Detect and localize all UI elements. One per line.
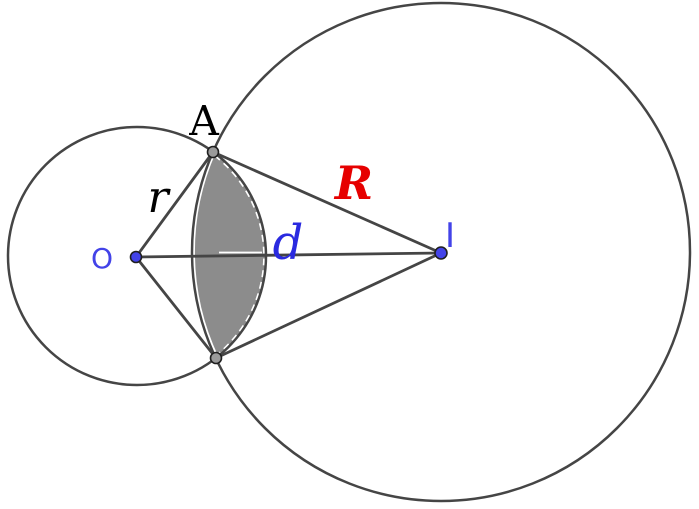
point-A[interactable] bbox=[206, 145, 220, 159]
segment-R-IA[interactable] bbox=[211, 150, 443, 255]
label-O: O bbox=[91, 242, 113, 275]
point-I[interactable] bbox=[434, 246, 448, 260]
label-R: R bbox=[333, 156, 373, 210]
label-d: d bbox=[273, 215, 304, 271]
point-O[interactable] bbox=[129, 250, 143, 264]
label-r: r bbox=[147, 172, 171, 223]
segment-IB[interactable] bbox=[214, 251, 443, 360]
segment-OB[interactable] bbox=[134, 255, 218, 360]
point-B[interactable] bbox=[209, 351, 223, 365]
segment-d-OI[interactable] bbox=[134, 251, 443, 259]
label-A: A bbox=[188, 97, 220, 145]
segment-r-OA[interactable] bbox=[134, 150, 215, 259]
circle-large[interactable] bbox=[190, 1, 692, 503]
label-I: I bbox=[445, 216, 455, 256]
